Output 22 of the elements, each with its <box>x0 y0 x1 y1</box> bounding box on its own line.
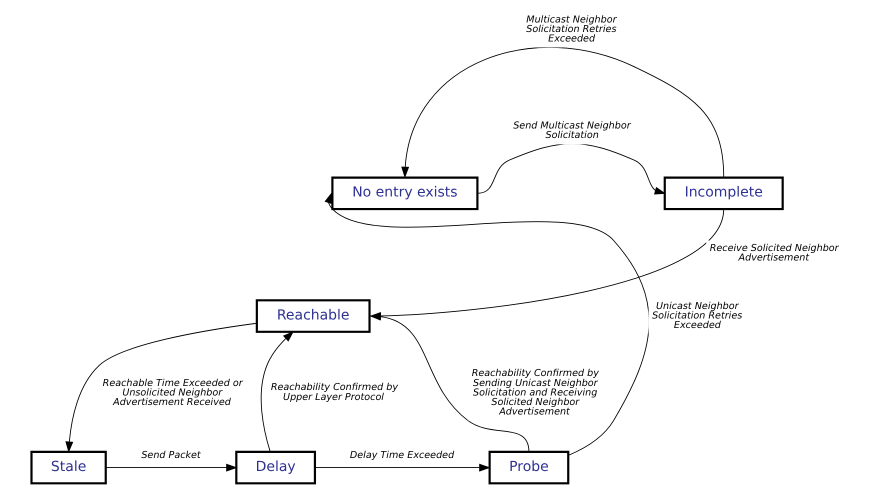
arrow <box>400 47 724 178</box>
node-box: Stale <box>30 450 106 484</box>
node-box: No entry exists <box>330 176 478 210</box>
arrow <box>324 192 649 456</box>
node-box: Incomplete <box>663 176 784 210</box>
edge-label: Reachability Confirmed by Sending Unicast Neighbor Solicitation and Receiving Solicited Neighbor Advertisement <box>471 368 598 418</box>
arrow <box>476 143 666 195</box>
edge-label: Reachable Time Exceeded or Unsolicited Neighbor Advertisement Received <box>102 378 242 408</box>
edge-label: Reachability Confirmed by Upper Layer Protocol <box>270 382 398 403</box>
arrow <box>104 464 238 472</box>
edge-label: Unicast Neighbor Solicitation Retries Exceeded <box>652 300 742 332</box>
arrow <box>64 322 257 453</box>
arrow <box>260 330 294 452</box>
edge-label: Delay Time Exceeded <box>349 450 454 461</box>
node-box: Probe <box>488 450 569 484</box>
edge-label: Send Multicast Neighbor Solicitation <box>512 120 630 142</box>
node-box: Delay <box>234 450 316 484</box>
arrow <box>314 464 490 472</box>
edge-label: Multicast Neighbor Solicitation Retries Exceeded <box>526 14 616 45</box>
edge-label: Send Packet <box>140 450 200 461</box>
node-box: Reachable <box>255 299 370 333</box>
edge-label: Receive Solicited Neighbor Advertisement <box>709 242 838 264</box>
